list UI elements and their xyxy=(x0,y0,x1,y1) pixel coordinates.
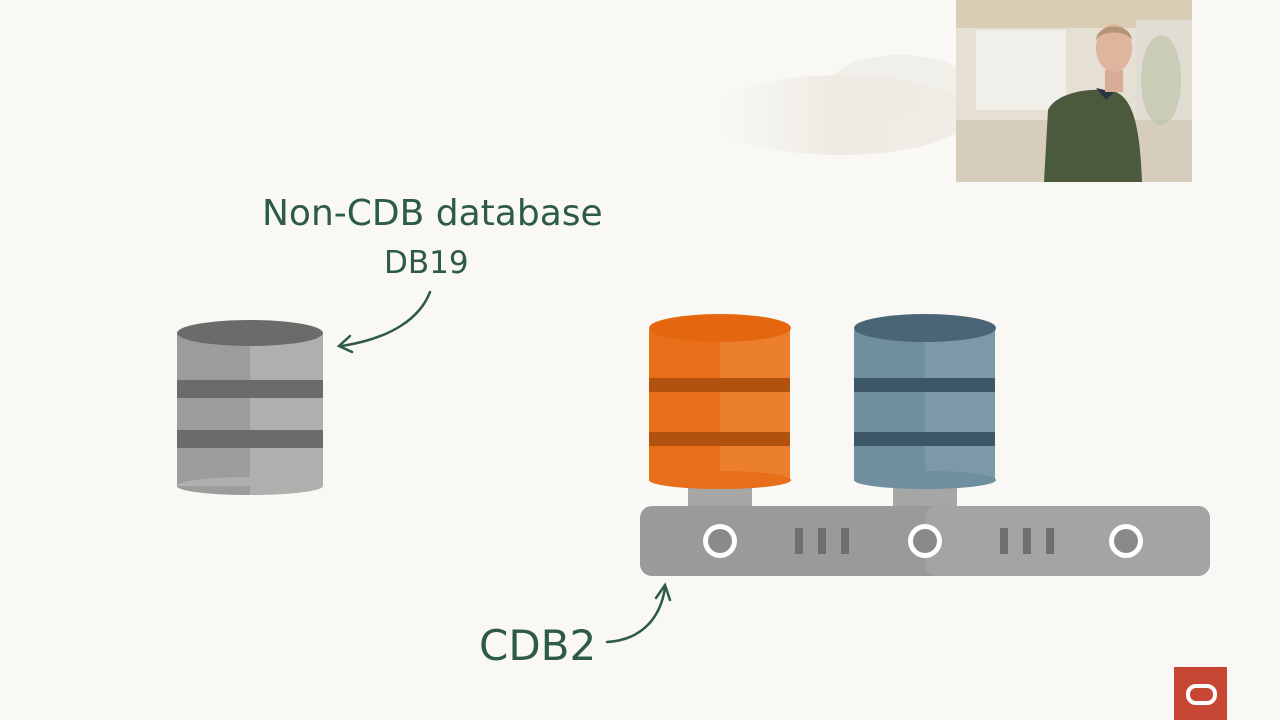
presenter-video xyxy=(956,0,1192,182)
pdb-blue-database-icon xyxy=(854,314,996,489)
background-texture xyxy=(710,55,970,155)
presenter-image xyxy=(956,0,1192,182)
container-name-label: CDB2 xyxy=(479,621,596,670)
oracle-logo-icon xyxy=(1174,667,1227,720)
non-cdb-name-label: DB19 xyxy=(384,245,469,281)
non-cdb-title-label: Non-CDB database xyxy=(262,193,603,234)
cdb2-arrow xyxy=(605,582,672,644)
non-cdb-database-icon xyxy=(177,320,323,495)
db19-arrow xyxy=(336,290,432,354)
container-database-icon xyxy=(640,480,1210,576)
pdb-orange-database-icon xyxy=(649,314,791,489)
